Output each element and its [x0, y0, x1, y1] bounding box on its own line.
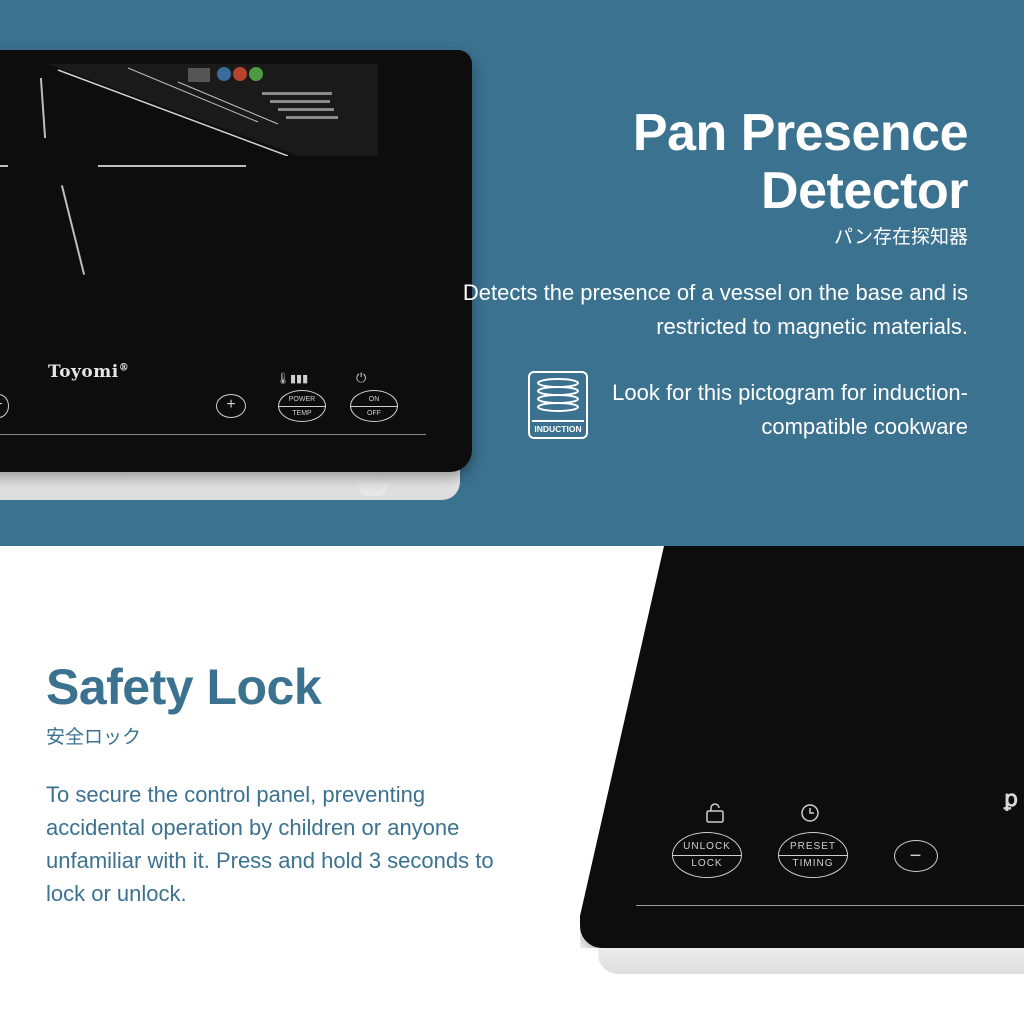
pictogram-description: Look for this pictogram for induction-co…	[612, 380, 968, 439]
minus-button[interactable]: −	[0, 394, 9, 418]
section-description: To secure the control panel, preventing …	[46, 782, 494, 906]
zone-marking	[60, 185, 86, 275]
induction-label: INDUCTION	[532, 420, 584, 434]
section-title: Safety Lock	[46, 659, 322, 715]
section-title: Pan Presence Detector	[632, 104, 969, 220]
clock-icon	[801, 804, 819, 822]
brand-logo: Toyomi®	[48, 362, 130, 382]
zone-marking	[0, 165, 8, 167]
minus-button[interactable]: −	[894, 840, 938, 872]
section-description: Detects the presence of a vessel on the …	[462, 280, 968, 339]
thermometer-icon: 🌡︎▮▮▮	[276, 373, 309, 385]
section-subtitle-jp: パン存在探知器	[834, 227, 968, 248]
section-subtitle-jp: 安全ロック	[46, 727, 142, 748]
panel-divider	[0, 434, 426, 435]
power-icon: ⏻	[356, 370, 367, 385]
induction-icon: INDUCTION	[528, 371, 588, 439]
plus-button[interactable]: +	[216, 394, 246, 418]
panel-divider	[636, 905, 1024, 906]
zone-marking	[39, 78, 47, 138]
brand-logo-partial: ꝑ	[1004, 786, 1018, 812]
warning-label	[48, 64, 378, 156]
lock-icon	[706, 803, 724, 823]
cooktop-foot	[358, 482, 388, 496]
zone-marking	[98, 165, 246, 167]
